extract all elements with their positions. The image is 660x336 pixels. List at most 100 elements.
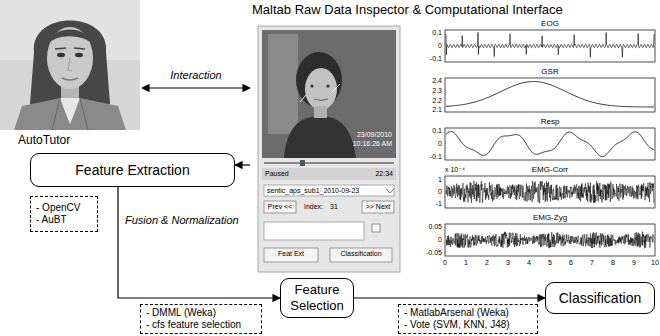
autotutor-avatar-part xyxy=(62,78,78,80)
inspector-node: Maltab Raw Data Inspector & Computationa… xyxy=(250,0,658,272)
autotutor-avatar-part xyxy=(55,48,85,49)
autotutor-avatar-part xyxy=(14,98,126,130)
button-label: >> Next xyxy=(366,203,391,211)
button-label: Prev << xyxy=(268,203,293,211)
process-box: Feature Extraction xyxy=(30,153,235,187)
tick-label: 3 xyxy=(506,259,510,267)
flow-arrow xyxy=(235,164,250,165)
inspector-window-part xyxy=(262,30,396,158)
tick-label: 2.4 xyxy=(432,77,442,85)
autotutor-avatar-part xyxy=(0,0,140,130)
autotutor-avatar-part xyxy=(75,53,83,57)
node-text: AutoTutor xyxy=(18,133,70,147)
tick-label: 2 xyxy=(485,259,489,267)
autotutor-avatar-part xyxy=(47,27,93,89)
autotutor-avatar-part xyxy=(57,53,65,57)
tick-label: 2.3 xyxy=(432,87,442,95)
signal-plots-part xyxy=(446,32,654,57)
tick-label: 0.1 xyxy=(432,127,442,135)
tick-label: 7 xyxy=(590,259,594,267)
tick-label: 0.1 xyxy=(432,29,442,37)
tool-list: - OpenCV- AuBT xyxy=(30,196,98,232)
inspector-window-part xyxy=(314,99,328,101)
process-box: Classification xyxy=(545,282,655,314)
inspector-window-part xyxy=(300,160,305,166)
autotutor-avatar-part xyxy=(60,98,80,124)
tick-label: 0 xyxy=(438,236,442,244)
inspector-window-part xyxy=(264,222,364,240)
button-label: Feat Ext xyxy=(278,250,304,258)
tick-label: 6 xyxy=(569,259,573,267)
inspector-window-part xyxy=(372,224,380,232)
player-time: 22:34 xyxy=(375,170,393,178)
inspector-window xyxy=(258,26,400,272)
field-value: 31 xyxy=(330,203,338,211)
autotutor-avatar xyxy=(0,0,140,130)
inspector-window-part xyxy=(268,34,298,134)
inspector-window-part xyxy=(386,189,394,193)
tool-list: - DMML (Weka)- cfs feature selection xyxy=(140,304,262,334)
signal-plots-part xyxy=(445,30,655,62)
tick-label: 0 xyxy=(438,140,442,148)
tool-list: - MatlabArsenal (Weka)- Vote (SVM, KNN, … xyxy=(398,304,538,334)
inspector-window-part xyxy=(305,68,337,110)
tick-label: -1 xyxy=(436,200,442,208)
flow-arrow xyxy=(118,187,280,298)
tick-label: 10 xyxy=(651,259,659,267)
signal-plots-part xyxy=(445,224,655,256)
dropdown-value: sentic_aps_sub1_2010-09-23 xyxy=(267,187,359,195)
flow-arrow xyxy=(354,297,545,298)
timestamp: 10:16:26 AM xyxy=(353,140,392,148)
tick-label: 8 xyxy=(611,259,615,267)
player-status: Paused xyxy=(265,170,289,178)
inspector-window-part xyxy=(264,201,296,213)
inspector-window-part xyxy=(300,84,340,102)
inspector-window-part xyxy=(264,248,318,262)
signal-plots-part xyxy=(446,82,654,107)
tick-label: 1 xyxy=(464,259,468,267)
tick-label: 9 xyxy=(632,259,636,267)
plot-title: GSR xyxy=(541,68,558,77)
inspector-window-part xyxy=(310,84,313,87)
process-box: Feature Selection xyxy=(280,278,354,318)
tick-label: -0.1 xyxy=(430,153,442,161)
tick-label: 4 xyxy=(527,259,531,267)
node-text: Feature Selection xyxy=(287,282,347,313)
inspector-window-part xyxy=(264,185,394,196)
inspector-window-part xyxy=(330,248,392,262)
field-label: Index: xyxy=(304,203,323,211)
avatar-node: AutoTutor xyxy=(0,0,142,150)
node-text: Maltab Raw Data Inspector & Computationa… xyxy=(252,2,563,18)
autotutor-avatar-part xyxy=(46,30,94,47)
tick-label: 1 xyxy=(438,176,442,184)
edge-label: Fusion & Normalization xyxy=(123,214,241,227)
plot-title: Resp xyxy=(541,118,560,127)
signal-plots-part xyxy=(402,18,658,272)
node-text: - MatlabArsenal (Weka) xyxy=(404,307,532,319)
node-text: - Vote (SVM, KNN, J48) xyxy=(404,319,532,331)
node-text: Feature Extraction xyxy=(37,162,228,179)
plot-title: EMG-Corr xyxy=(532,166,568,175)
tick-label: 5 xyxy=(548,259,552,267)
autotutor-avatar-part xyxy=(30,21,110,105)
inspector-window-part xyxy=(264,162,394,164)
edge-label: Interaction xyxy=(168,69,223,82)
node-text: - AuBT xyxy=(36,214,92,226)
tick-label: 0 xyxy=(438,42,442,50)
signal-plots-part xyxy=(445,128,655,160)
inspector-window-part xyxy=(284,116,356,158)
tick-label: 2.1 xyxy=(432,106,442,114)
tick-label: -0.05 xyxy=(426,249,442,257)
node-text: - cfs feature selection xyxy=(146,319,256,331)
tick-label: 0.05 xyxy=(428,223,442,231)
axis-scale: x 10⁻⁴ xyxy=(445,166,465,174)
tick-label: 0 xyxy=(443,259,447,267)
button-label: Classification xyxy=(340,250,381,258)
signal-plots-part xyxy=(446,132,654,157)
node-text: - DMML (Weka) xyxy=(146,307,256,319)
plot-title: EMG-Zyg xyxy=(533,214,567,223)
inspector-window-part xyxy=(362,201,394,213)
tick-label: 2.2 xyxy=(432,97,442,105)
